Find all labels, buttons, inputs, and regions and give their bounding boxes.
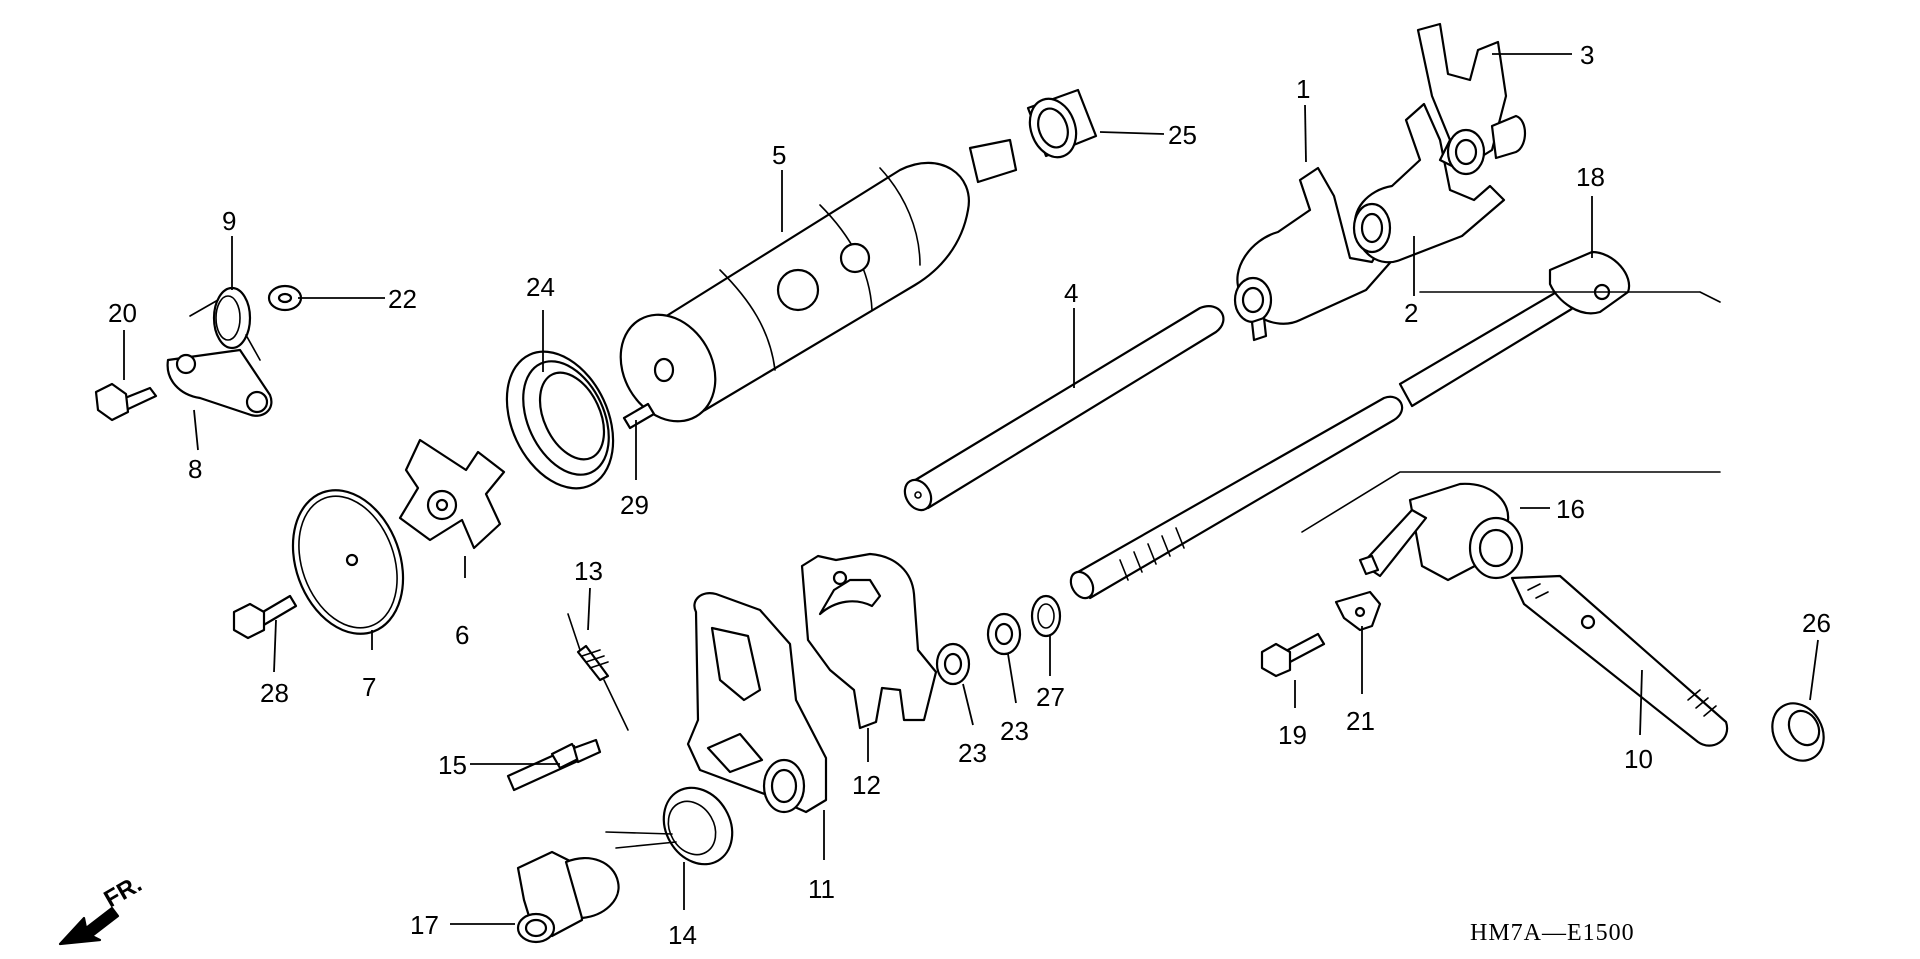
guide-plate-11 <box>686 592 828 814</box>
callout-9: 9 <box>222 206 236 236</box>
callout-13: 13 <box>574 556 603 586</box>
spring-14 <box>605 786 734 866</box>
washer-23b <box>986 612 1022 656</box>
callout-27: 27 <box>1036 682 1065 712</box>
gearshift-spindle-10 <box>1510 574 1729 747</box>
pin-15 <box>506 738 602 792</box>
callout-25: 25 <box>1168 120 1197 150</box>
callout-23b: 23 <box>1000 716 1029 746</box>
shift-fork-2 <box>1352 102 1506 264</box>
stopper-arm-8 <box>166 348 273 417</box>
washer-23a <box>935 642 971 686</box>
bolt-28 <box>232 594 298 640</box>
callout-17: 17 <box>410 910 439 940</box>
shift-drum-5 <box>619 138 1018 423</box>
callout-2: 2 <box>1404 298 1418 328</box>
plate-21 <box>1334 590 1382 632</box>
callout-7: 7 <box>362 672 376 702</box>
callout-18: 18 <box>1576 162 1605 192</box>
callout-12: 12 <box>852 770 881 800</box>
callout-5: 5 <box>772 140 786 170</box>
gearshift-spindle <box>1069 250 1721 600</box>
diagram-code: HM7A—E1500 <box>1470 920 1635 946</box>
callout-labels: 1 2 3 4 5 6 7 8 9 10 11 12 13 14 15 16 1… <box>108 40 1831 950</box>
bolt-20 <box>94 382 158 422</box>
needle-bearing-25 <box>1026 88 1098 159</box>
circlip-27 <box>1030 594 1062 638</box>
callout-11: 11 <box>808 874 835 904</box>
fork-shaft-4 <box>903 305 1225 512</box>
oil-seal-24 <box>505 350 615 490</box>
bolt-19 <box>1260 632 1326 678</box>
collar-17 <box>516 850 620 944</box>
callout-16: 16 <box>1556 494 1585 524</box>
shift-drum-center-6 <box>398 438 506 550</box>
callout-15: 15 <box>438 750 467 780</box>
callout-14: 14 <box>668 920 697 950</box>
callout-6: 6 <box>455 620 469 650</box>
oil-seal-26 <box>1771 702 1825 762</box>
callout-29: 29 <box>620 490 649 520</box>
callout-1: 1 <box>1296 74 1310 104</box>
shift-fork-3 <box>1416 22 1527 176</box>
cover-plate-7 <box>291 489 405 635</box>
spring-13 <box>567 613 629 731</box>
leader-lines <box>123 53 1819 925</box>
front-label: FR. <box>100 870 147 913</box>
dowel-pin-29 <box>622 402 656 430</box>
washer-22 <box>267 284 303 312</box>
callout-24: 24 <box>526 272 555 302</box>
front-arrow-icon <box>58 906 120 946</box>
callout-23a: 23 <box>958 738 987 768</box>
callout-19: 19 <box>1278 720 1307 750</box>
gearshift-plate-12 <box>800 552 938 730</box>
callout-4: 4 <box>1064 278 1078 308</box>
callout-26: 26 <box>1802 608 1831 638</box>
callout-8: 8 <box>188 454 202 484</box>
callout-22: 22 <box>388 284 417 314</box>
callout-21: 21 <box>1346 706 1375 736</box>
callout-20: 20 <box>108 298 137 328</box>
shift-fork-1 <box>1233 166 1398 342</box>
callout-28: 28 <box>260 678 289 708</box>
gearshift-arm-16 <box>1301 471 1721 582</box>
callout-3: 3 <box>1580 40 1594 70</box>
callout-10: 10 <box>1624 744 1653 774</box>
spring-9 <box>189 286 261 361</box>
